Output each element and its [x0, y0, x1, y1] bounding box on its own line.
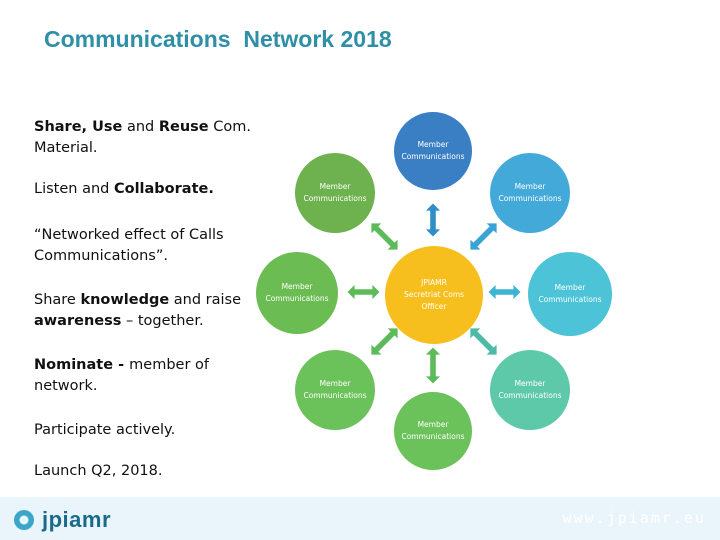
member-node-label: Member [417, 140, 449, 149]
logo: jpiamr [12, 507, 111, 533]
member-node-label: Member [417, 420, 449, 429]
double-arrow-bottom [424, 346, 442, 385]
center-node-line-1: JPIAMR [421, 278, 447, 287]
logo-icon [14, 510, 34, 530]
bullet-text-run: and raise [169, 292, 242, 308]
member-node-label: Communications [303, 194, 367, 203]
double-arrow-bottom-right [469, 327, 498, 356]
bullet-text-run: Share [34, 292, 81, 308]
double-arrow-top-left [370, 222, 399, 251]
page-title: Communications Network 2018 [44, 26, 392, 52]
bullet-text-run: “Networked effect of Calls Communication… [34, 227, 224, 264]
member-node-label: Communications [401, 152, 465, 161]
member-node-label: Member [319, 182, 351, 191]
double-arrow-right [487, 283, 522, 301]
center-node: JPIAMR Secretriat Coms Officer [385, 246, 483, 344]
bullet-launch: Launch Q2, 2018. [34, 461, 274, 482]
bullet-share-use-reuse: Share, Use and Reuse Com. Material. [34, 117, 274, 159]
bullet-text-run: and [122, 119, 159, 135]
bullet-text-run: Launch Q2, 2018. [34, 463, 163, 479]
member-node-label: Member [554, 283, 586, 292]
double-arrow-top-right [469, 222, 498, 251]
logo-text: jpiamr [42, 507, 112, 532]
member-node-label: Communications [303, 391, 367, 400]
bullet-networked-effect: “Networked effect of Calls Communication… [34, 225, 274, 267]
bullet-share-knowledge: Share knowledge and raise awareness – to… [34, 290, 274, 332]
bullet-text-run: knowledge [80, 292, 170, 308]
member-node-label: Member [514, 379, 546, 388]
double-arrow-top [424, 202, 442, 238]
bullet-nominate: Nominate - member of network. [34, 355, 274, 397]
bullet-text-run: Nominate - [34, 357, 130, 373]
bullet-text-run: Listen and [34, 181, 114, 197]
bullet-participate: Participate actively. [34, 420, 274, 441]
double-arrow-left [346, 283, 381, 301]
double-arrow-bottom-left [370, 327, 399, 356]
member-node-label: Member [281, 282, 313, 291]
member-node-label: Communications [538, 295, 602, 304]
member-node-label: Communications [498, 391, 562, 400]
bullet-text-run: Share, Use [34, 119, 123, 135]
bullet-text-run: Participate actively. [34, 422, 176, 438]
bullet-listen-collaborate: Listen and Collaborate. [34, 179, 274, 200]
bullet-text-run: Reuse [158, 119, 209, 135]
footer-bar: jpiamr www.jpiamr.eu [0, 497, 720, 540]
member-node-label: Member [514, 182, 546, 191]
center-node-line-3: Officer [421, 302, 447, 311]
member-node-label: Communications [498, 194, 562, 203]
bullet-text-run: – together. [121, 313, 204, 329]
member-node-label: Communications [401, 432, 465, 441]
bullet-text-run: member of network. [34, 357, 210, 394]
member-node-label: Communications [265, 294, 329, 303]
website-url[interactable]: www.jpiamr.eu [562, 509, 706, 527]
bullet-text-run: awareness [34, 313, 122, 329]
member-node-label: Member [319, 379, 351, 388]
bullet-text-run: Com. Material. [34, 119, 251, 156]
bullet-text-run: Collaborate. [113, 181, 214, 197]
center-node-line-2: Secretriat Coms [403, 290, 465, 299]
